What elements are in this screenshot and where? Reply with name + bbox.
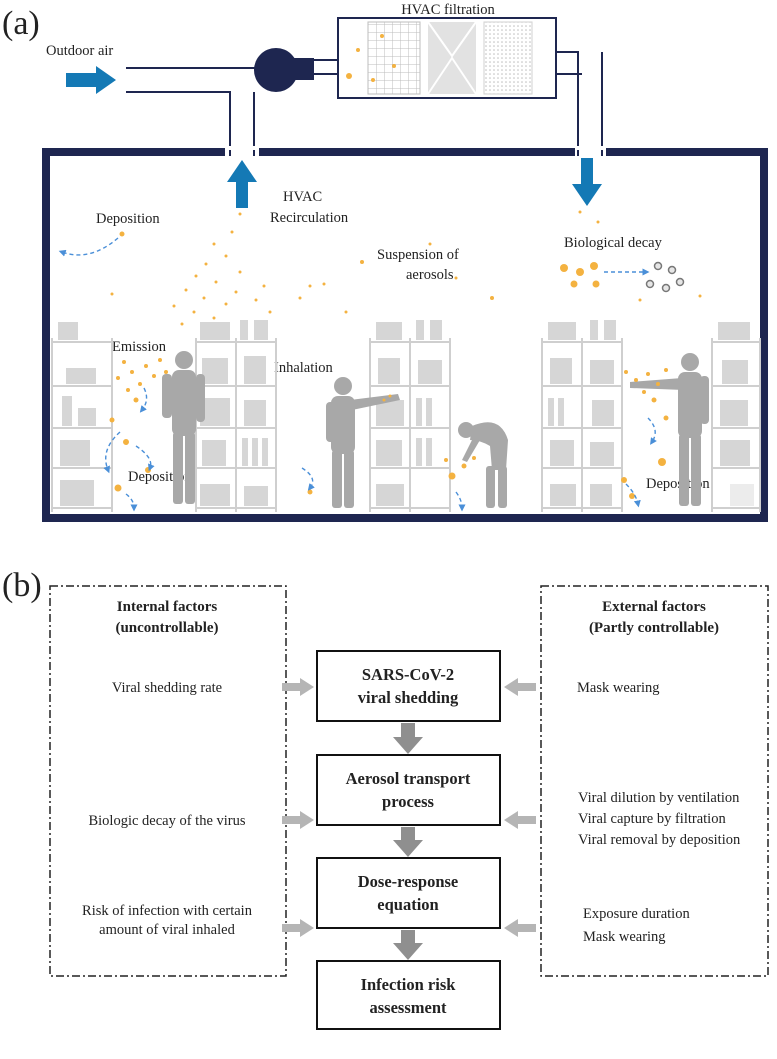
inhalation-label: Inhalation [274, 360, 334, 376]
process-box-4-line-1: Infection risk [361, 975, 457, 994]
fan-icon [254, 48, 314, 92]
external-factor-2-line-2: Viral capture by filtration [578, 811, 726, 827]
person-center-icon [326, 377, 400, 508]
down-arrow-3-icon [393, 930, 423, 960]
internal-arrow-1-icon [282, 678, 314, 696]
process-box-3: Dose-response equation [316, 857, 501, 929]
down-arrow-1-icon [393, 723, 423, 754]
external-arrow-3-icon [504, 919, 536, 937]
hvac-filter-unit [337, 17, 557, 99]
process-box-2: Aerosol transport process [316, 754, 501, 826]
process-box-1-line-2: viral shedding [358, 688, 459, 707]
deposition-arrow-1-icon [103, 431, 121, 474]
person-left-icon [162, 351, 205, 504]
shelves [51, 338, 761, 512]
process-box-3-line-2: equation [377, 895, 438, 914]
internal-arrow-3-icon [282, 919, 314, 937]
deposition-top-label: Deposition [96, 211, 160, 227]
internal-factor-3-line-2: amount of viral inhaled [99, 922, 235, 938]
external-factor-1: Mask wearing [577, 680, 660, 696]
hvac-ducts [126, 51, 603, 150]
deposition-arrow-3-icon [647, 417, 657, 445]
outdoor-air-label: Outdoor air [46, 43, 113, 59]
internal-factors-box [49, 585, 287, 977]
external-arrow-2-icon [504, 811, 536, 829]
process-box-1-line-1: SARS-CoV-2 [362, 665, 454, 684]
outdoor-air-arrow-icon [66, 66, 116, 94]
process-box-4: Infection risk assessment [316, 960, 501, 1030]
process-box-4-line-2: assessment [370, 998, 448, 1017]
panel-b-label: (b) [2, 567, 42, 604]
external-title-1: External factors [602, 599, 706, 615]
hvac-filtration-label: HVAC filtration [401, 2, 495, 18]
internal-title-1: Internal factors [117, 599, 218, 615]
process-box-3-line-1: Dose-response [358, 872, 459, 891]
internal-factor-1: Viral shedding rate [112, 680, 222, 696]
person-right-icon [630, 353, 709, 506]
panel-b: (b) Internal factors (uncontrollable) Ex… [2, 567, 769, 1030]
aerosol-particles [109, 210, 702, 499]
internal-title-2: (uncontrollable) [115, 620, 218, 636]
internal-factor-3-line-1: Risk of infection with certain [82, 903, 253, 919]
external-arrow-1-icon [504, 678, 536, 696]
external-factor-2-line-3: Viral removal by deposition [578, 832, 741, 848]
process-box-2-line-1: Aerosol transport [346, 769, 471, 788]
person-bending-icon [458, 422, 508, 508]
hvac-recirculation-label-2: Recirculation [270, 210, 349, 226]
external-factor-2-line-1: Viral dilution by ventilation [578, 790, 740, 806]
side-arrows [282, 678, 536, 937]
room-frame [42, 148, 768, 522]
external-factor-3-line-2: Mask wearing [583, 929, 666, 945]
process-box-2-line-2: process [382, 792, 435, 811]
emission-label: Emission [112, 339, 167, 355]
internal-factor-2: Biologic decay of the virus [88, 813, 245, 829]
external-title-2: (Partly controllable) [589, 620, 719, 636]
panel-a-label: (a) [2, 5, 40, 42]
down-arrow-2-icon [393, 827, 423, 857]
filter-fine [483, 21, 533, 95]
process-box-1: SARS-CoV-2 viral shedding [316, 650, 501, 722]
external-factor-3-line-1: Exposure duration [583, 906, 690, 922]
shelf-boxes [58, 320, 754, 506]
filter-grid [367, 21, 421, 95]
hvac-recirculation-label-1: HVAC [283, 189, 322, 205]
biological-decay-label: Biological decay [564, 235, 663, 251]
panel-a: (a) Outdoor air [2, 2, 768, 522]
recirculation-arrow-icon [227, 160, 257, 208]
internal-arrow-2-icon [282, 811, 314, 829]
external-factors-box [540, 585, 769, 977]
flow-arrows [393, 723, 423, 960]
emission-arrow-icon [139, 387, 148, 413]
decayed-particles [645, 261, 685, 293]
people [162, 351, 709, 508]
dashed-arrows [58, 237, 657, 512]
deposition-arrow-2-icon [301, 467, 315, 491]
supply-air-arrow-icon [572, 158, 602, 206]
suspension-label-1: Suspension of [377, 247, 459, 263]
suspension-label-2: aerosols [406, 267, 454, 283]
